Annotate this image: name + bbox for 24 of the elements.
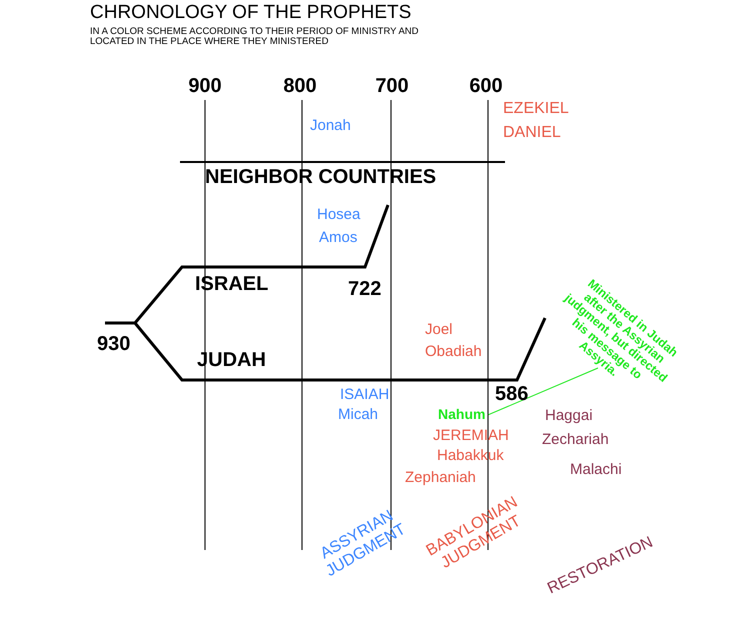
year-label: 900 [188, 75, 222, 97]
prophet-name: Jonah [310, 118, 351, 134]
prophet-name: DANIEL [503, 124, 561, 142]
title: CHRONOLOGY OF THE PROPHETS [90, 3, 412, 24]
year-label: 586 [495, 383, 528, 405]
prophet-name: Malachi [570, 462, 622, 478]
prophet-name: Zephaniah [405, 470, 476, 486]
prophet-name: EZEKIEL [503, 100, 569, 118]
prophet-name: Haggai [545, 408, 593, 424]
prophet-name: ISAIAH [340, 387, 390, 404]
leader-line [488, 368, 598, 416]
prophet-name: Nahum [438, 407, 486, 422]
prophet-name: Amos [319, 230, 358, 246]
year-label: 722 [348, 278, 382, 300]
prophet-name: Obadiah [425, 344, 482, 360]
year-label: 800 [283, 75, 317, 97]
prophet-name: Hosea [317, 207, 360, 224]
prophet-name: Joel [425, 322, 453, 338]
prophet-name: Zechariah [542, 432, 609, 448]
year-label: 930 [97, 333, 130, 355]
prophet-name: Micah [338, 407, 378, 424]
subtitle: IN A COLOR SCHEME ACCORDING TO THEIR PERIOD OF MINISTRY AND LOCATED IN THE PLACE WHERE THEY MINISTERED [90, 27, 420, 48]
year-label: 700 [375, 75, 409, 97]
year-label: 600 [469, 75, 503, 97]
